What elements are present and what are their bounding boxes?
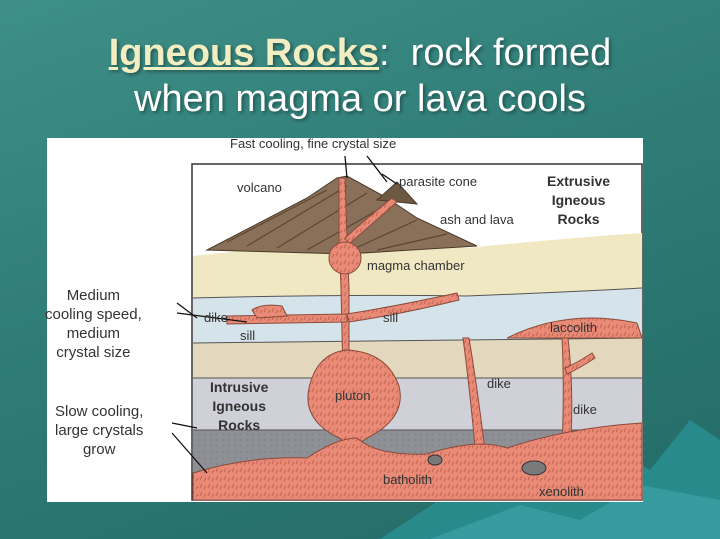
medium-cooling-line-2: cooling speed, (45, 306, 142, 323)
slow-cooling-line-2: large crystals (55, 422, 144, 439)
extrusive-line-2: Igneous (551, 192, 606, 208)
cross-section (171, 155, 643, 501)
intrusive-line-1: Intrusive (210, 379, 269, 395)
extrusive-line-1: Extrusive (547, 173, 611, 189)
medium-cooling-line-1: Medium (66, 287, 121, 304)
title-colon: : (379, 32, 390, 74)
xenolith (521, 460, 547, 476)
label-xenolith: xenolith (539, 484, 584, 499)
label-ash-and-lava: ash and lava (440, 212, 514, 227)
label-magma-chamber: magma chamber (367, 258, 465, 273)
label-dike-right: dike (573, 402, 597, 417)
label-parasite-cone: parasite cone (399, 174, 478, 189)
annotation-arrows (171, 155, 398, 474)
batholith (192, 422, 643, 501)
label-laccolith: laccolith (550, 320, 597, 335)
pluton (307, 349, 401, 445)
slow-cooling-line-3: grow (82, 441, 116, 458)
title-line-1: Igneous Rocks: rock formed (0, 30, 720, 76)
label-slow-cooling: Slow cooling, large crystals grow (55, 402, 143, 459)
label-fast-cooling: Fast cooling, fine crystal size (230, 136, 397, 151)
label-intrusive: Intrusive Igneous Rocks (210, 378, 268, 435)
label-dike-left: dike (204, 310, 228, 325)
layer-lightgray (193, 378, 642, 430)
label-batholith: batholith (383, 472, 433, 487)
magma-chamber (328, 241, 362, 275)
intrusive-line-3: Rocks (218, 417, 261, 433)
title-term: Igneous Rocks (108, 32, 379, 74)
label-sill-left: sill (240, 328, 256, 343)
dike-left (251, 304, 288, 319)
label-volcano: volcano (237, 180, 282, 195)
label-pluton: pluton (335, 388, 371, 403)
slow-cooling-line-1: Slow cooling, (55, 403, 144, 420)
sill-mid (346, 292, 460, 323)
title-line-2: when magma or lava cools (134, 78, 586, 120)
layer-beige (193, 338, 642, 378)
label-dike-mid: dike (487, 376, 511, 391)
laccolith (506, 317, 643, 339)
extrusive-line-3: Rocks (557, 211, 600, 227)
intrusive-line-2: Igneous (212, 398, 267, 414)
diagram-panel: Fast cooling, fine crystal size volcano … (45, 136, 643, 502)
title-definition-start: rock formed (389, 32, 612, 74)
label-sill-mid: sill (383, 310, 399, 325)
medium-cooling-line-4: crystal size (56, 344, 131, 361)
igneous-rock-diagram (171, 155, 643, 501)
medium-cooling-line-3: medium (66, 325, 121, 342)
label-extrusive: Extrusive Igneous Rocks (547, 172, 610, 229)
slide-title: Igneous Rocks: rock formed when magma or… (0, 30, 720, 122)
label-medium-cooling: Medium cooling speed, medium crystal siz… (45, 286, 142, 362)
